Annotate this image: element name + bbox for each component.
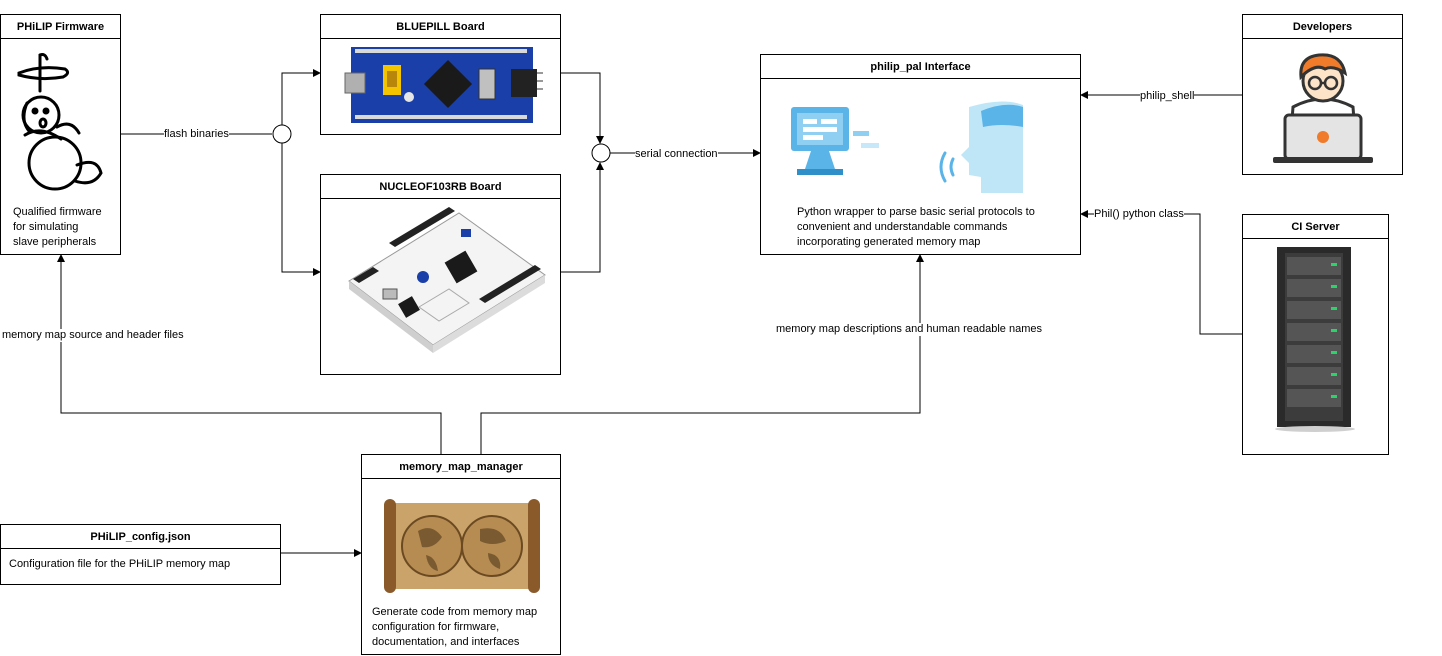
edge-label-flash: flash binaries xyxy=(164,128,229,141)
node-description: Generate code from memory map configurat… xyxy=(372,606,538,648)
junction-flash xyxy=(272,124,292,144)
node-philip-config[interactable]: PHiLIP_config.json Configuration file fo… xyxy=(0,524,281,585)
node-title: NUCLEOF103RB Board xyxy=(321,175,560,199)
node-title: philip_pal Interface xyxy=(761,55,1080,79)
node-description: Qualified firmware for simulating slave … xyxy=(13,206,102,248)
edge-label-mm-src: memory map source and header files xyxy=(2,329,184,342)
server-rack-icon xyxy=(1275,247,1355,432)
node-title: Developers xyxy=(1243,15,1402,39)
node-bluepill[interactable]: BLUEPILL Board xyxy=(320,14,561,135)
edge-to-bluepill xyxy=(281,69,321,125)
junction-serial xyxy=(591,143,611,163)
node-description: Configuration file for the PHiLIP memory… xyxy=(9,558,231,570)
voice-interface-icon xyxy=(791,101,1023,193)
edge-label-shell: philip_shell xyxy=(1140,90,1195,103)
node-nucleo[interactable]: NUCLEOF103RB Board xyxy=(320,174,561,375)
node-philip-pal[interactable]: philip_pal Interface Python wrapper to p… xyxy=(760,54,1081,255)
bluepill-board-icon xyxy=(344,47,543,123)
edge-ci-to-pal xyxy=(1080,210,1242,335)
edge-to-nucleo xyxy=(281,143,321,276)
node-title: memory_map_manager xyxy=(362,455,560,479)
nucleo-board-icon xyxy=(348,207,546,353)
node-developers[interactable]: Developers xyxy=(1242,14,1403,175)
developer-avatar-icon xyxy=(1273,53,1373,163)
node-ci-server[interactable]: CI Server xyxy=(1242,214,1389,455)
edge-label-phil-class: Phil() python class xyxy=(1094,208,1184,221)
edge-label-mm-desc: memory map descriptions and human readab… xyxy=(776,323,1042,336)
node-title: BLUEPILL Board xyxy=(321,15,560,39)
node-philip-firmware[interactable]: PHiLIP Firmware Qualified firmware for s… xyxy=(0,14,121,255)
node-title: CI Server xyxy=(1243,215,1388,239)
node-description: Python wrapper to parse basic serial pro… xyxy=(797,206,1035,248)
world-map-scroll-icon xyxy=(384,499,540,593)
node-title: PHiLIP Firmware xyxy=(1,15,120,39)
philip-mascot-icon xyxy=(17,53,103,191)
edge-nucleo-to-serial xyxy=(561,162,604,273)
edge-label-serial: serial connection xyxy=(635,148,718,161)
edge-bluepill-to-serial xyxy=(561,72,604,144)
node-memory-map-manager[interactable]: memory_map_manager Generate code from me… xyxy=(361,454,561,655)
node-title: PHiLIP_config.json xyxy=(1,525,280,549)
